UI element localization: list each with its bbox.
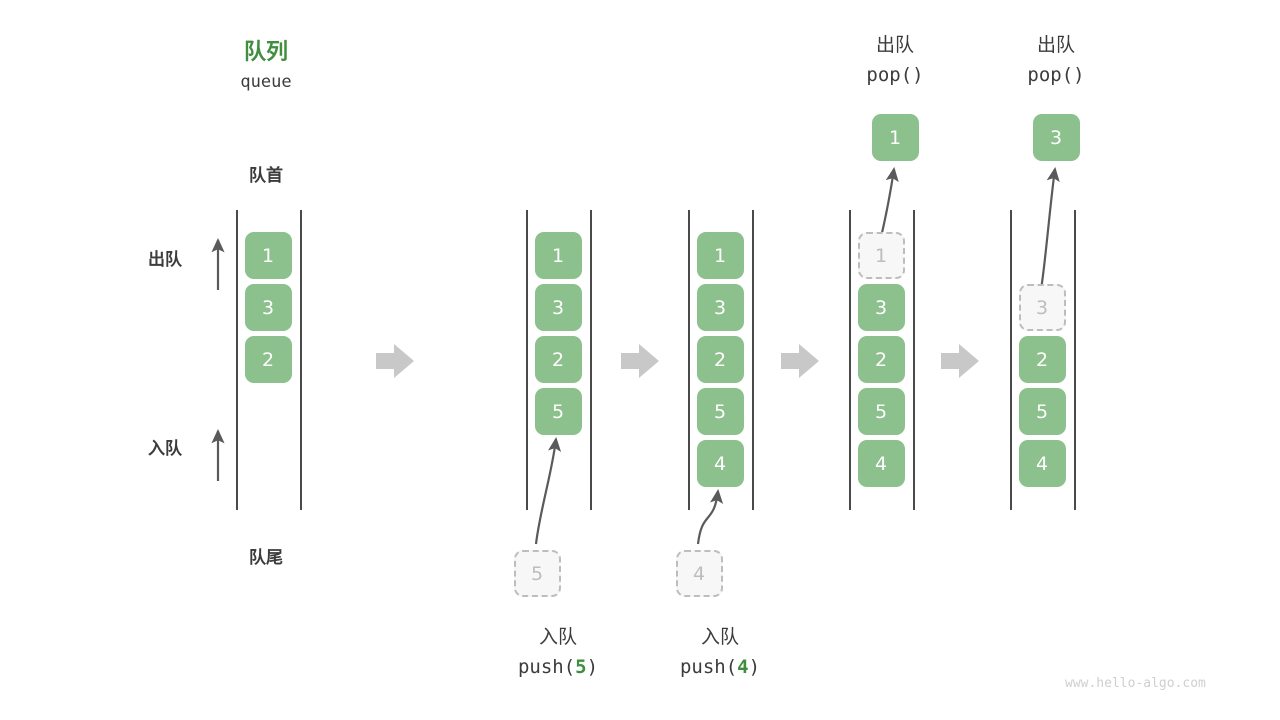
queue-cell: 4 [1018,440,1066,487]
watermark: www.hello-algo.com [1065,676,1206,691]
queue-cell: 4 [857,440,905,487]
queue-rail-left [236,210,238,510]
queue-cell: 1 [244,232,292,279]
dequeue-operation-code: pop() [1027,64,1085,86]
enqueue-direction-label: 入队 [148,439,182,458]
incoming-element-ghost: 5 [513,550,561,597]
enqueue-operation-code: push(4) [679,656,761,678]
queue-rail-left [688,210,690,510]
queue-cell: 5 [534,388,582,435]
queue-rail-right [590,210,592,510]
popped-element: 1 [871,114,919,161]
queue-head-label: 队首 [249,166,283,185]
dequeue-operation-label: 出队 [1036,35,1075,56]
queue-cell: 1 [534,232,582,279]
queue-tail-label: 队尾 [249,548,283,567]
queue-cell: 5 [1018,388,1066,435]
popped-element: 3 [1032,114,1080,161]
dequeue-operation-code: pop() [866,64,924,86]
queue-cell: 2 [857,336,905,383]
queue-cell: 5 [857,388,905,435]
queue-cell: 3 [244,284,292,331]
enqueue-operation-label: 入队 [700,627,739,648]
diagram-title-en: queue [240,72,292,92]
queue-cell: 3 [857,284,905,331]
step-arrow-4 [941,344,979,378]
enqueue-operation-label: 入队 [538,627,577,648]
incoming-element-ghost: 4 [675,550,723,597]
queue-cell: 2 [1018,336,1066,383]
diagram-title-cn: 队列 [243,39,288,64]
queue-rail-left [1010,210,1012,510]
queue-cell-removed: 1 [857,232,905,279]
queue-cell: 3 [534,284,582,331]
queue-rail-right [300,210,302,510]
step-arrow-2 [621,344,659,378]
step-arrow-3 [781,344,819,378]
queue-rail-left [849,210,851,510]
queue-rail-right [913,210,915,510]
dequeue-operation-label: 出队 [875,35,914,56]
dequeue-direction-label: 出队 [148,250,182,269]
enqueue-operation-code: push(5) [517,656,599,678]
queue-cell: 2 [244,336,292,383]
queue-cell: 1 [696,232,744,279]
step-arrow-1 [376,344,414,378]
queue-cell: 3 [696,284,744,331]
queue-rail-right [752,210,754,510]
queue-cell: 4 [696,440,744,487]
queue-rail-left [526,210,528,510]
queue-cell: 5 [696,388,744,435]
queue-cell: 2 [534,336,582,383]
queue-cell: 2 [696,336,744,383]
queue-cell-removed: 3 [1018,284,1066,331]
enqueue-arrow [696,489,724,545]
queue-rail-right [1074,210,1076,510]
enqueue-arrow [534,437,562,545]
